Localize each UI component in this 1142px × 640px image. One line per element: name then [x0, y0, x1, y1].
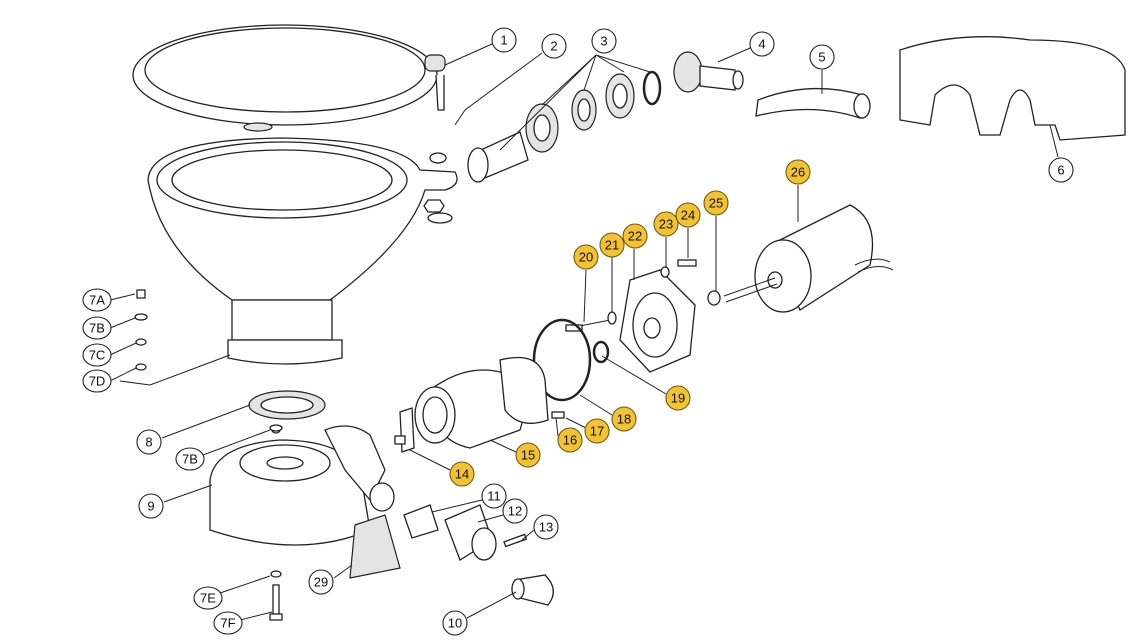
callout-26[interactable]: 26: [785, 159, 811, 185]
callout-16[interactable]: 16: [557, 427, 583, 453]
svg-text:20: 20: [579, 250, 593, 265]
callout-5[interactable]: 5: [809, 44, 835, 70]
callout-1[interactable]: 1: [491, 27, 517, 53]
callout-25[interactable]: 25: [703, 190, 729, 216]
svg-text:8: 8: [145, 435, 152, 450]
svg-text:18: 18: [617, 412, 631, 427]
callout-7e[interactable]: 7E: [193, 586, 223, 610]
base: [209, 425, 401, 579]
svg-text:6: 6: [1057, 163, 1064, 178]
callout-10[interactable]: 10: [442, 610, 468, 636]
svg-text:19: 19: [671, 391, 685, 406]
svg-text:12: 12: [508, 504, 522, 519]
svg-text:11: 11: [487, 489, 501, 504]
svg-text:7B: 7B: [89, 321, 105, 336]
callout-14[interactable]: 14: [449, 461, 475, 487]
svg-text:13: 13: [539, 520, 553, 535]
callout-21[interactable]: 21: [599, 232, 625, 258]
fasteners-7: [134, 289, 283, 621]
toilet-lid: [132, 24, 446, 132]
inlet-fittings: [467, 51, 744, 183]
callout-7d[interactable]: 7D: [82, 369, 112, 393]
callout-20[interactable]: 20: [573, 244, 599, 270]
svg-text:26: 26: [791, 165, 805, 180]
callout-24[interactable]: 24: [675, 202, 701, 228]
svg-text:29: 29: [314, 575, 328, 590]
svg-text:15: 15: [521, 448, 535, 463]
callout-23[interactable]: 23: [653, 211, 679, 237]
svg-text:7A: 7A: [89, 293, 105, 308]
svg-text:2: 2: [550, 39, 557, 54]
callout-2[interactable]: 2: [541, 33, 567, 59]
svg-text:10: 10: [448, 616, 462, 631]
svg-text:7D: 7D: [89, 374, 106, 389]
svg-text:16: 16: [563, 433, 577, 448]
leader-lines: [109, 43, 1059, 621]
svg-text:1: 1: [500, 33, 507, 48]
callout-13[interactable]: 13: [533, 514, 559, 540]
callout-12[interactable]: 12: [502, 498, 528, 524]
pump-cover: [899, 36, 1126, 141]
svg-text:9: 9: [147, 499, 154, 514]
callout-7f[interactable]: 7F: [213, 611, 243, 635]
callout-4[interactable]: 4: [749, 31, 775, 57]
callout-15[interactable]: 15: [515, 442, 541, 468]
svg-text:7B: 7B: [182, 452, 198, 467]
callout-19[interactable]: 19: [665, 385, 691, 411]
callout-17[interactable]: 17: [584, 418, 610, 444]
callout-7a[interactable]: 7A: [82, 288, 112, 312]
svg-text:21: 21: [605, 238, 619, 253]
svg-text:17: 17: [590, 424, 604, 439]
pump-housing: [532, 259, 697, 402]
callout-6[interactable]: 6: [1048, 157, 1074, 183]
svg-text:23: 23: [659, 217, 673, 232]
svg-text:25: 25: [709, 196, 723, 211]
callout-22[interactable]: 22: [622, 223, 648, 249]
svg-text:24: 24: [681, 208, 695, 223]
callout-11[interactable]: 11: [481, 483, 507, 509]
callout-8[interactable]: 8: [136, 429, 162, 455]
callout-3[interactable]: 3: [591, 28, 617, 54]
svg-text:3: 3: [600, 34, 607, 49]
toilet-bowl: [147, 137, 458, 365]
motor: [707, 204, 894, 313]
callout-7c[interactable]: 7C: [82, 343, 112, 367]
callout-7b-lower[interactable]: 7B: [175, 447, 205, 471]
svg-text:14: 14: [455, 467, 469, 482]
callout-18[interactable]: 18: [611, 406, 637, 432]
svg-text:4: 4: [758, 37, 765, 52]
callout-7b[interactable]: 7B: [82, 316, 112, 340]
svg-text:7E: 7E: [200, 591, 216, 606]
callout-29[interactable]: 29: [308, 569, 334, 595]
svg-text:22: 22: [628, 229, 642, 244]
hose: [755, 87, 871, 119]
svg-text:5: 5: [818, 50, 825, 65]
macerator-impeller: [394, 356, 565, 453]
svg-text:7C: 7C: [89, 348, 106, 363]
gasket-8: [248, 390, 326, 420]
callout-9[interactable]: 9: [138, 493, 164, 519]
discharge-parts: [403, 504, 554, 606]
svg-text:7F: 7F: [220, 616, 235, 631]
